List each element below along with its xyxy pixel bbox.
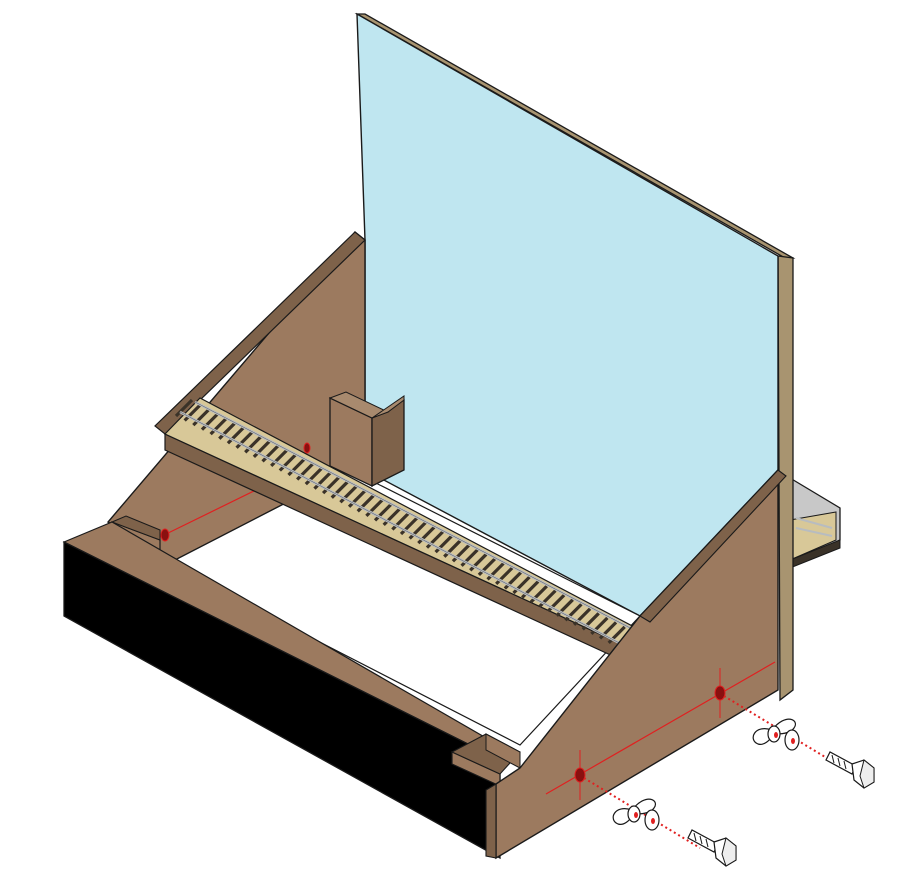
track-sleeper: [313, 471, 332, 490]
track-sleeper: [174, 398, 194, 418]
front-fascia-board: [62, 521, 501, 860]
track-sleeper: [503, 571, 522, 590]
track-sleepers: [174, 398, 644, 654]
track-sleeper: [373, 503, 393, 522]
track-sleeper: [512, 575, 531, 595]
track-shelf: [163, 397, 644, 665]
left-bracket-hole-rear: [303, 442, 311, 454]
track-sleeper: [572, 607, 592, 626]
track-sleeper: [521, 580, 540, 599]
lower-bracket-hole: [574, 767, 586, 783]
track-sleeper: [365, 498, 384, 517]
track-sleeper: [356, 494, 375, 513]
upper-fixing: [752, 718, 875, 789]
track-sleeper: [192, 407, 211, 427]
track-sleeper: [425, 530, 445, 549]
track-sleeper: [244, 435, 263, 454]
track-sleeper: [538, 589, 557, 608]
track-sleeper: [434, 535, 453, 554]
track-sleeper: [408, 521, 427, 540]
track-sleeper: [399, 516, 419, 536]
track-sleeper: [382, 507, 401, 527]
left-guide-line: [159, 487, 261, 538]
track-sleeper: [391, 512, 410, 531]
track-sleeper: [209, 417, 228, 436]
track-sleeper: [278, 453, 297, 472]
track-sleeper: [529, 584, 548, 604]
hex-bolt: [687, 829, 737, 867]
track-sleeper: [226, 426, 246, 445]
track-sleeper: [330, 480, 349, 499]
right-side-bracket: [485, 468, 787, 860]
track-sleeper: [417, 525, 436, 545]
track-sleeper: [261, 444, 280, 463]
washer: [644, 809, 660, 831]
track-sleeper: [564, 603, 583, 622]
track-sleeper: [183, 403, 202, 422]
track-sleeper: [200, 412, 220, 431]
track-sleeper: [546, 594, 566, 613]
track-sleeper: [469, 553, 488, 572]
track-sleeper: [443, 539, 462, 558]
track-sleeper: [495, 566, 514, 586]
track-sleeper: [477, 557, 497, 576]
lower-fixing: [612, 798, 737, 867]
adjacent-module-stub: [789, 476, 841, 569]
left-bracket-hole: [160, 528, 170, 542]
track-sleeper: [451, 544, 471, 563]
track-sleeper: [296, 462, 315, 481]
track-sleeper: [486, 562, 505, 581]
wing-nut: [612, 798, 656, 825]
centre-support-block: [328, 391, 405, 488]
track-sleeper: [252, 439, 272, 458]
track-sleeper: [270, 448, 289, 468]
track-sleeper: [235, 430, 254, 449]
track-sleeper: [218, 421, 237, 440]
track-sleeper: [304, 466, 323, 486]
washer: [784, 729, 800, 751]
track-sleeper: [339, 485, 358, 504]
track-sleeper: [347, 489, 367, 508]
track-sleeper: [460, 548, 479, 567]
track-sleeper: [287, 457, 306, 477]
hex-bolt: [825, 751, 875, 789]
backdrop-panel: [354, 12, 796, 702]
upper-bracket-hole: [714, 685, 726, 701]
track-sleeper: [321, 476, 341, 495]
track-sleeper: [555, 598, 574, 617]
